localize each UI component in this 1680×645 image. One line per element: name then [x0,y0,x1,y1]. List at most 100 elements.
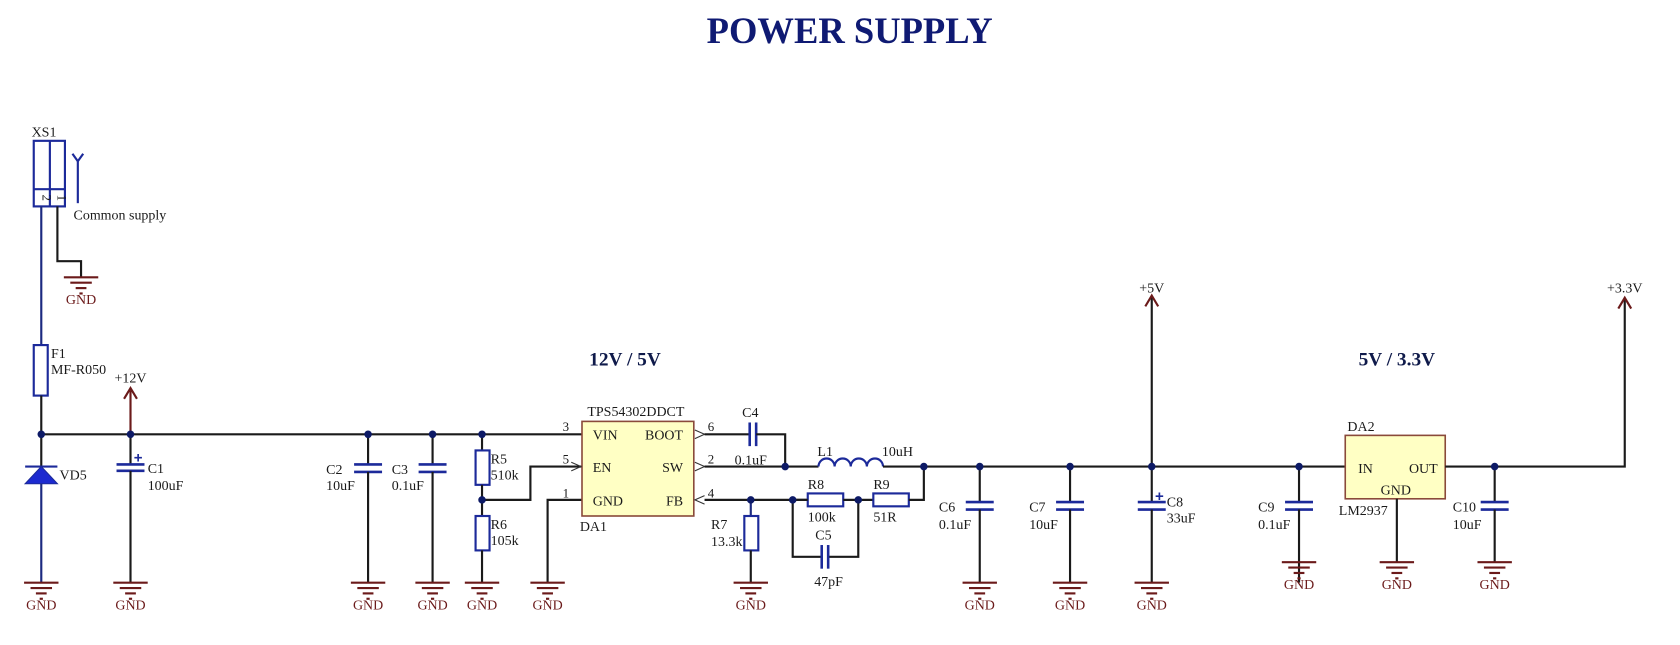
ic-da2[interactable]: DA2 IN OUT GND LM2937 [1339,420,1447,519]
ground-symbol-icon: GND [464,581,500,614]
ground-label: GND [467,599,497,614]
ground-label: GND [532,599,562,614]
resistor-value: 51R [873,510,897,525]
polarity-plus-icon: + [1155,488,1164,505]
inductor-value: 10uH [882,445,913,460]
ground-symbol-icon: GND [962,581,997,614]
connector-xs1[interactable]: XS1 2 1 Common supply [32,126,167,224]
power-port-3v3[interactable]: +3.3V [1607,281,1642,310]
polarity-plus-icon: + [134,449,143,466]
fuse-body [32,344,49,397]
capacitor-c4[interactable]: C4 0.1uF [735,406,767,468]
capacitor-ref: C10 [1453,501,1476,516]
pin-input-marker-icon [693,495,705,505]
ic-pin-out: OUT [1409,462,1438,477]
resistor-value: 13.3k [711,535,742,550]
resistor-value: 105k [491,534,519,549]
resistor-ref: R5 [491,452,507,467]
resistor-value: 100k [808,510,836,525]
capacitor-ref: C1 [148,462,164,477]
capacitor-value: 0.1uF [392,479,424,494]
capacitor-ref: C3 [392,463,408,478]
ic-ref: DA1 [580,520,607,535]
junctions [37,430,1499,504]
ic-pin-fb: FB [666,494,683,509]
ic-pin-gnd: GND [593,494,623,509]
capacitor-ref: C4 [742,406,758,421]
ground-symbol-icon: GND [1052,581,1088,614]
diode-vd5[interactable]: VD5 [23,434,87,583]
capacitor-value: 10uF [1029,518,1058,533]
ground-label: GND [353,599,383,614]
capacitor-c5[interactable]: C5 47pF [814,529,843,590]
capacitor-value: 10uF [1453,518,1482,533]
capacitor-c10[interactable]: C10 10uF [1453,466,1509,563]
capacitor-ref: C8 [1167,495,1183,510]
pin-number-3: 3 [563,420,569,434]
junction-dot [478,430,486,439]
ground-symbol-icon: GND [1134,581,1169,614]
resistor-body [806,492,845,508]
junction-dot [478,496,486,504]
resistor-r8[interactable]: R8 100k [806,478,845,525]
power-port-label: +3.3V [1607,281,1642,296]
junction-dot [920,462,928,471]
capacitor-value: 33uF [1167,511,1196,526]
resistor-ref: R6 [491,518,507,533]
junction-dot [781,462,789,471]
arrow-up-icon [1617,295,1633,310]
pin-number-2: 2 [708,452,714,466]
resistor-ref: R7 [711,518,727,533]
junction-dot [788,496,797,504]
ic-part-number: TPS54302DDCT [587,405,684,420]
capacitor-value: 100uF [148,479,184,494]
capacitor-ref: C7 [1029,501,1045,516]
resistor-r5[interactable]: R5 510k [474,434,519,500]
power-port-12v[interactable]: +12V [115,372,147,435]
capacitor-c8[interactable]: + C8 33uF [1137,466,1196,583]
resistor-r7[interactable]: R7 13.3k [711,499,760,583]
capacitor-c6[interactable]: C6 0.1uF [939,466,994,583]
wire-da1-gnd [546,498,582,583]
ic-body [581,420,695,517]
capacitor-value: 0.1uF [735,453,767,468]
resistor-ref: R9 [873,478,889,493]
resistor-body [872,492,910,508]
junction-dot [1147,462,1156,471]
resistor-r6[interactable]: R6 105k [474,499,519,583]
capacitor-c7[interactable]: C7 10uF [1029,466,1085,583]
resistor-ref: R8 [808,478,824,493]
ground-symbol-icon: GND [1281,561,1317,593]
capacitor-c2[interactable]: C2 10uF [326,434,383,583]
junction-dot [126,430,135,439]
ic-da1[interactable]: TPS54302DDCT VIN EN GND BOOT SW FB 3 5 1… [563,405,715,535]
capacitor-c1[interactable]: + C1 100uF [116,434,184,583]
ground-symbol-icon: GND [24,581,59,614]
junction-dot [1490,462,1499,471]
ic-pin-sw: SW [662,461,684,476]
junction-dot [854,496,863,504]
junction-dot [37,430,46,439]
ground-label: GND [115,599,145,614]
ground-label: GND [1284,578,1314,593]
ground-label: GND [1480,578,1510,593]
ground-label: GND [965,599,995,614]
inductor-ref: L1 [817,445,833,460]
power-port-5v[interactable]: +5V [1139,281,1164,467]
connector-pin-1: 1 [54,195,68,201]
capacitor-c9[interactable]: C9 0.1uF [1258,466,1313,583]
inductor-l1[interactable]: L1 10uH [817,445,913,467]
connector-ref: XS1 [32,126,57,141]
ic-part-number: LM2937 [1339,504,1388,519]
ground-label: GND [417,599,447,614]
pin-input-marker-icon [571,461,583,472]
junction-dot [364,430,372,439]
resistor-body [474,449,491,486]
capacitor-c3[interactable]: C3 0.1uF [392,434,447,583]
resistor-r9[interactable]: R9 51R [872,478,910,525]
ic-pin-vin: VIN [593,429,618,444]
pin-number-4: 4 [708,487,715,501]
fuse-f1[interactable]: F1 MF-R050 [32,344,106,397]
ground-label: GND [1055,599,1085,614]
